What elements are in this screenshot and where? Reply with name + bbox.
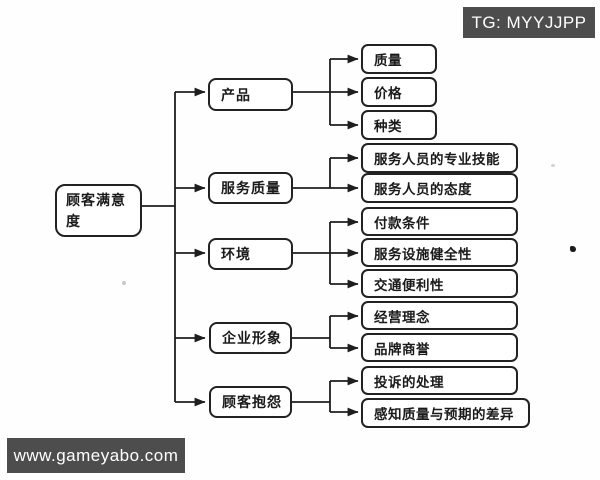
leaf-facility-completeness: 服务设施健全性 xyxy=(361,238,518,267)
scan-speck xyxy=(122,281,126,285)
leaf-perceived-vs-expected-gap: 感知质量与预期的差异 xyxy=(361,398,530,428)
branch-service-quality: 服务质量 xyxy=(208,172,293,204)
branch-corporate-image: 企业形象 xyxy=(209,322,292,354)
branch-customer-complaints: 顾客抱怨 xyxy=(209,386,292,418)
leaf-staff-professional-skill: 服务人员的专业技能 xyxy=(361,143,518,173)
leaf-variety: 种类 xyxy=(361,110,437,140)
leaf-price: 价格 xyxy=(361,77,437,107)
leaf-business-philosophy: 经营理念 xyxy=(361,301,518,330)
leaf-brand-reputation: 品牌商誉 xyxy=(361,333,518,362)
arrow-lines xyxy=(175,54,359,417)
scan-speck xyxy=(570,246,576,252)
branch-product: 产品 xyxy=(208,78,293,111)
leaf-complaint-handling: 投诉的处理 xyxy=(361,366,518,395)
leaf-quality: 质量 xyxy=(361,44,437,74)
leaf-staff-attitude: 服务人员的态度 xyxy=(361,173,518,203)
node-customer-satisfaction: 顾客满意度 xyxy=(55,184,142,237)
scan-speck xyxy=(551,164,555,167)
branch-environment: 环境 xyxy=(208,238,293,270)
trunk-and-branch-lines xyxy=(142,59,331,412)
site-watermark-badge: www.gameyabo.com xyxy=(7,438,185,473)
tg-watermark-badge: TG: MYYJJPP xyxy=(463,7,595,38)
leaf-payment-terms: 付款条件 xyxy=(361,207,518,236)
leaf-transport-convenience: 交通便利性 xyxy=(361,269,518,298)
